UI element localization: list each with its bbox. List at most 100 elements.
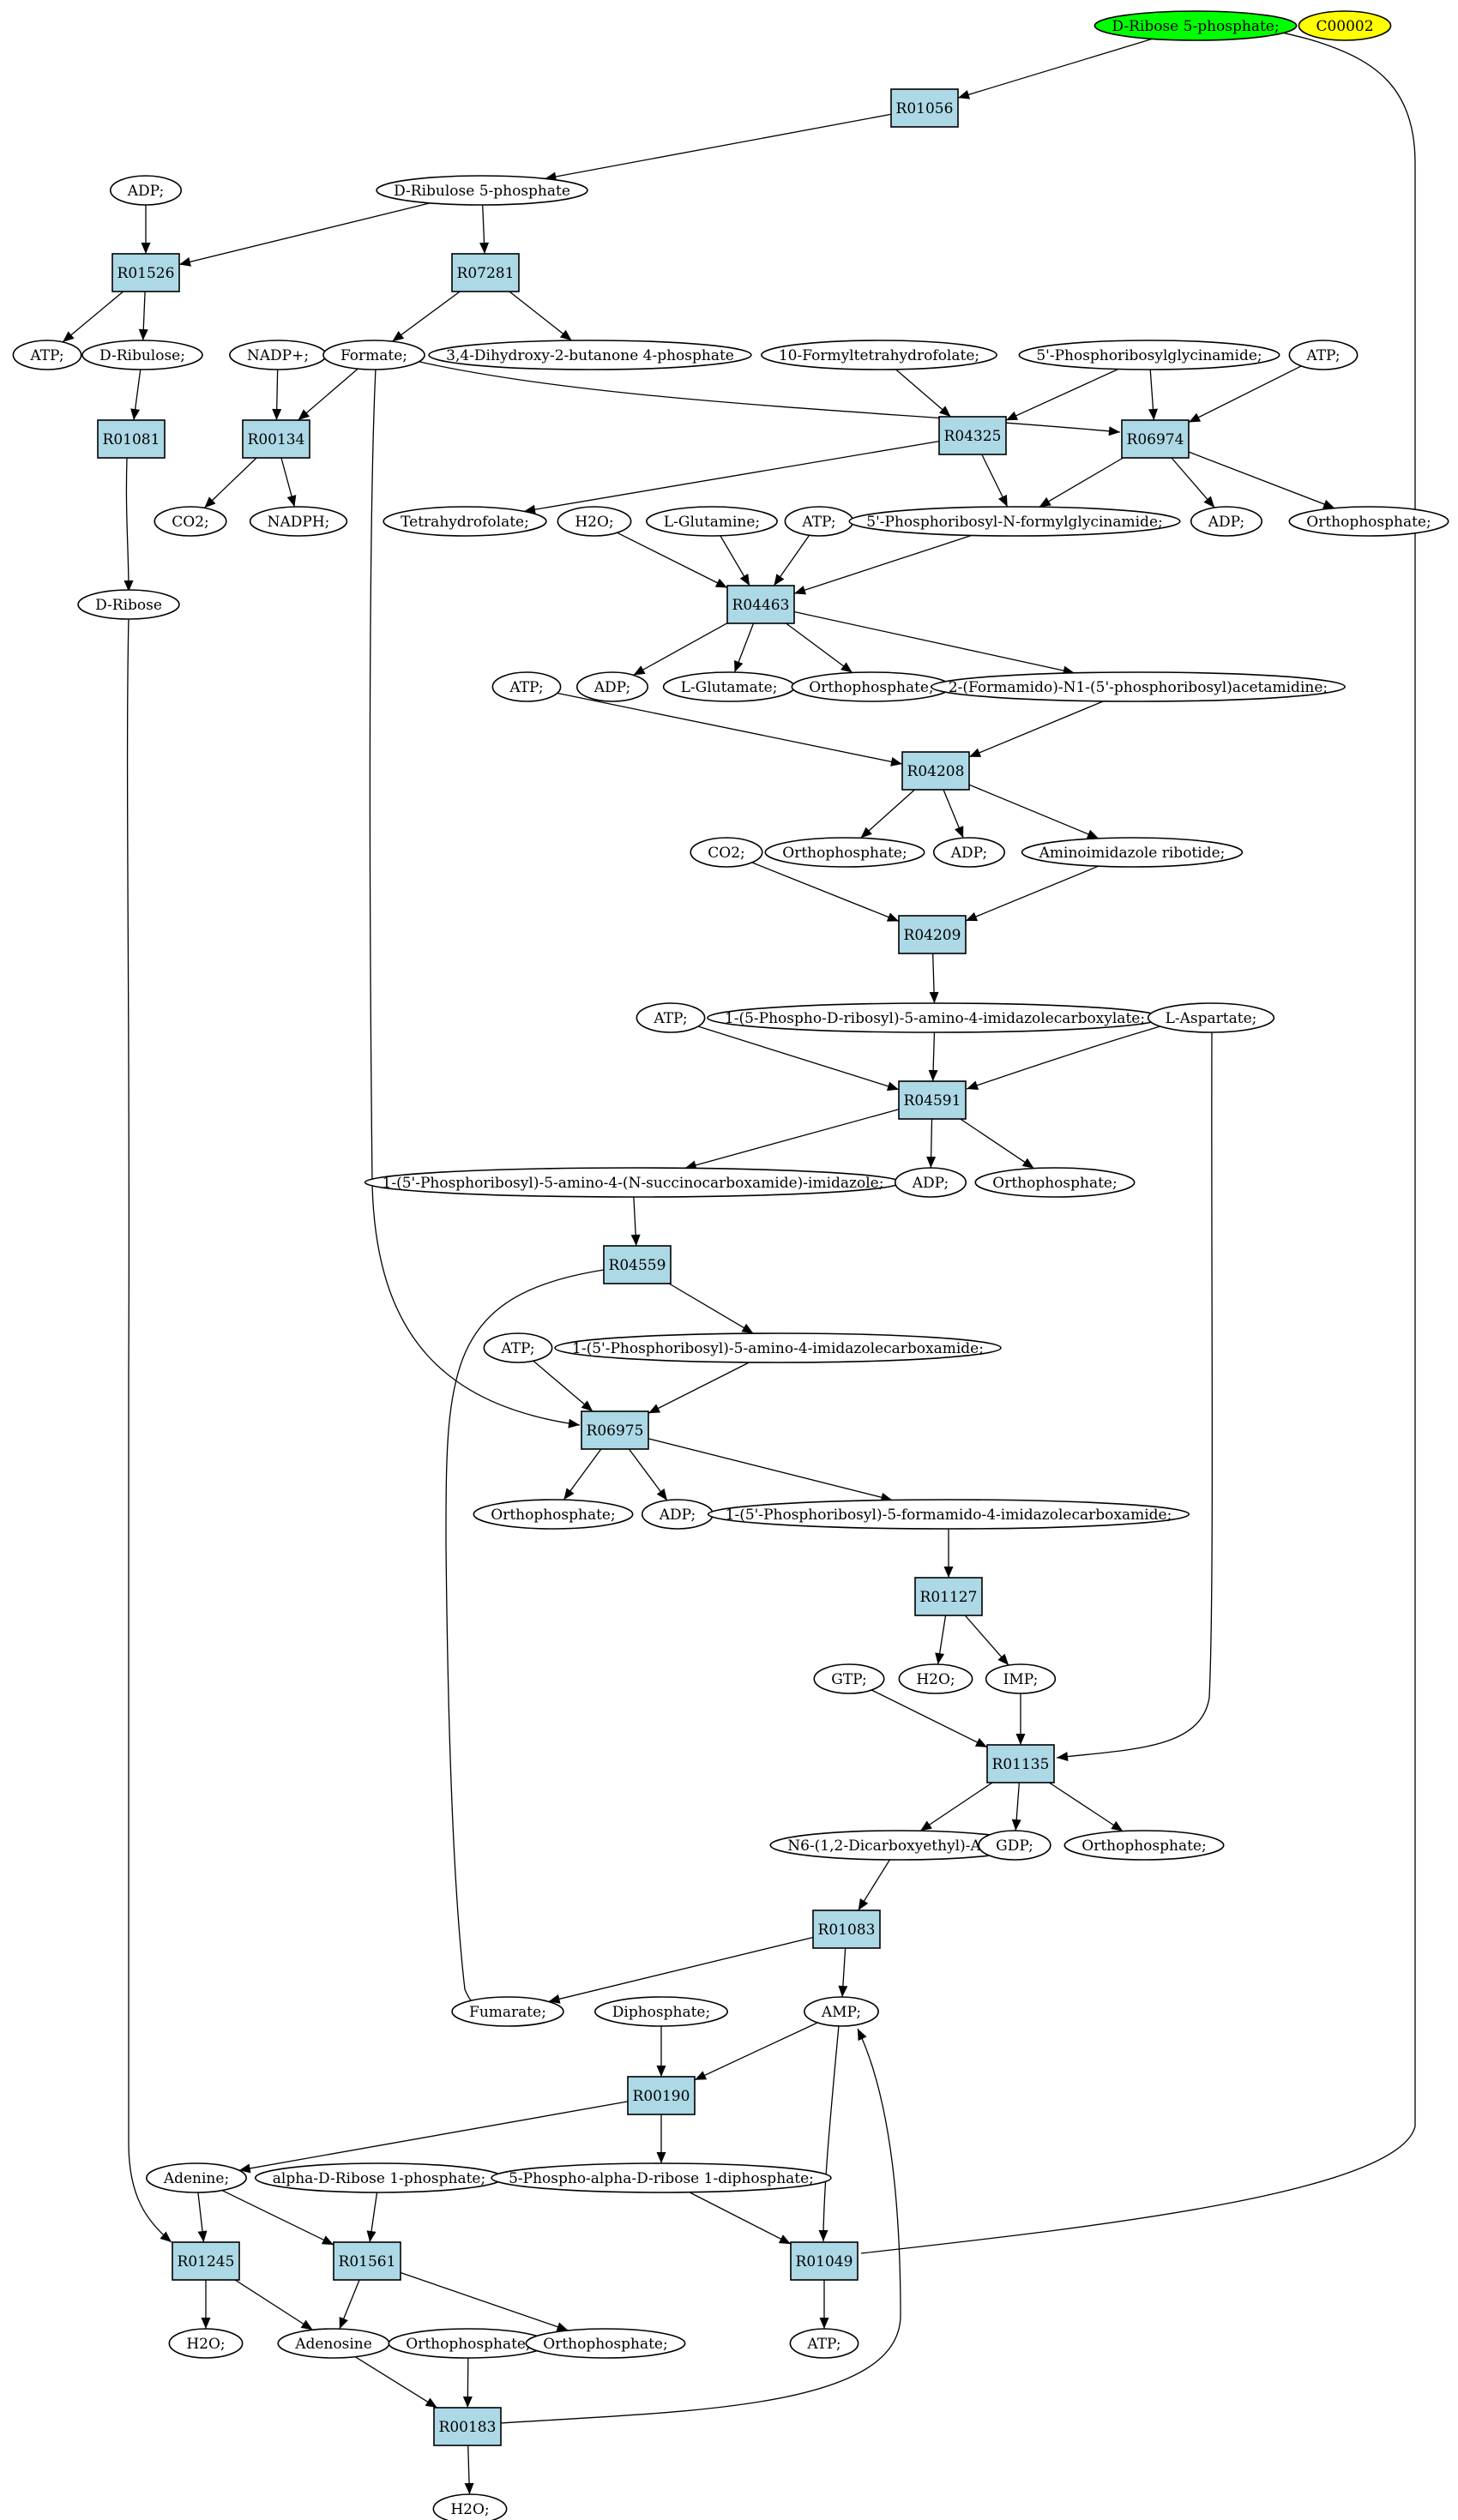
arrowhead [967, 1080, 979, 1090]
arrowhead [774, 574, 785, 586]
edge-c_5prglycinamide-to-r04325 [1005, 368, 1119, 421]
edge-r00183-to-c_amp [500, 2028, 901, 2424]
node-shape [1288, 506, 1449, 537]
reaction-node-r00183: R00183 [433, 2407, 502, 2446]
node-label: D-Ribulose 5-phosphate [394, 183, 570, 200]
node-shape [1094, 10, 1298, 41]
node-shape [12, 340, 82, 370]
arrowhead [890, 756, 902, 767]
node-shape [894, 1167, 967, 1198]
arrowhead [1111, 1820, 1124, 1831]
node-label: ADP; [127, 183, 164, 200]
node-shape [593, 1996, 729, 2027]
node-label: R00190 [633, 2088, 690, 2105]
node-label: ADP; [593, 679, 630, 696]
node-shape [813, 1663, 885, 1694]
compound-node-c_ar1p: alpha-D-Ribose 1-phosphate; [254, 2162, 504, 2193]
node-label: ATP; [1305, 347, 1340, 364]
node-shape [1190, 506, 1263, 537]
compound-node-c_diphosphate: Diphosphate; [593, 1996, 729, 2027]
node-label: R04209 [904, 927, 961, 944]
node-label: H2O; [186, 2336, 225, 2353]
node-label: ADP; [950, 845, 987, 862]
node-label: R06974 [1127, 431, 1184, 448]
edge-c_formate-to-r06975 [369, 368, 581, 1426]
node-shape [938, 416, 1007, 455]
reaction-node-r00134: R00134 [242, 419, 310, 459]
arrowhead [840, 662, 853, 673]
edge-c_aicar-to-r06975 [648, 1362, 750, 1414]
node-shape [974, 1167, 1136, 1198]
compound-node-c_atp_6: ATP; [483, 1332, 553, 1363]
compound-node-c_atp_4: ATP; [491, 671, 562, 702]
edge-c_air-to-r04209 [965, 865, 1099, 922]
compound-node-c_cair: 1-(5-Phospho-D-ribosyl)-5-amino-4-imidaz… [707, 1002, 1163, 1033]
node-shape [333, 2241, 401, 2281]
arrowhead [966, 911, 979, 922]
node-label: ATP; [653, 1010, 687, 1027]
edge-r01245-to-c_adenosine [234, 2279, 313, 2331]
arrowhead [286, 495, 297, 508]
edge-r04463-to-c_fgam [793, 610, 1075, 674]
node-label: L-Glutamine; [664, 514, 760, 531]
node-shape [1021, 837, 1244, 868]
node-shape [451, 253, 520, 292]
node-label: Orthophosphate; [1306, 514, 1431, 531]
node-label: ADP; [912, 1175, 949, 1192]
node-label: 1-(5-Phospho-D-ribosyl)-5-amino-4-imidaz… [725, 1010, 1145, 1027]
node-label: 5-Phospho-alpha-D-ribose 1-diphosphate; [509, 2170, 814, 2187]
node-label: Orthophosphate; [543, 2336, 667, 2353]
arrowhead [138, 328, 148, 341]
reaction-node-r06974: R06974 [1121, 419, 1190, 459]
node-shape [636, 1002, 706, 1033]
edge-r00134-to-c_co2_1 [203, 457, 257, 508]
edge-r06975-to-c_faicar [648, 1438, 893, 1501]
reaction-node-r04591: R04591 [898, 1080, 967, 1120]
node-label: Orthophosphate; [406, 2336, 530, 2353]
compound-node-c_h2o_4: H2O; [432, 2493, 508, 2520]
compound-node-c_gdp: GDP; [978, 1830, 1051, 1861]
node-shape [898, 1663, 973, 1694]
arrowhead [778, 2234, 791, 2245]
node-label: R04591 [904, 1092, 961, 1110]
edge-c_h2o_1-to-r04463 [617, 532, 728, 589]
arrowhead [63, 331, 75, 342]
arrowhead [141, 243, 151, 254]
reaction-node-r01049: R01049 [790, 2241, 859, 2281]
arrowhead [734, 659, 744, 673]
node-shape [451, 1996, 564, 2027]
edge-layer [62, 26, 1416, 2495]
node-shape [978, 1830, 1051, 1861]
node-label: Orthophosphate; [809, 679, 933, 696]
node-shape [491, 671, 562, 702]
node-shape [627, 2076, 696, 2115]
node-shape [554, 1332, 1002, 1363]
arrowhead [197, 2230, 208, 2242]
arrowhead [969, 748, 982, 757]
compound-node-c_pi_5: Orthophosphate; [473, 1499, 634, 1530]
edge-r04463-to-c_adp_3 [633, 622, 728, 676]
node-label: D-Ribulose; [99, 347, 185, 364]
arrowhead [124, 580, 134, 592]
node-label: R04559 [609, 1257, 666, 1274]
node-label: R07281 [457, 265, 515, 282]
node-shape [483, 1332, 553, 1363]
node-shape [146, 2162, 247, 2193]
arrowhead [1108, 426, 1120, 436]
arrowhead [633, 665, 646, 676]
node-label: H2O; [575, 514, 613, 531]
node-label: ATP; [806, 2336, 840, 2353]
arrowhead [462, 2396, 473, 2408]
compound-node-c_pi_6: Orthophosphate; [1063, 1830, 1225, 1861]
edge-c_dribose-to-r01245 [126, 616, 172, 2243]
compound-node-c_fumarate: Fumarate; [451, 1996, 564, 2027]
reaction-node-r01081: R01081 [97, 419, 166, 459]
edge-c_dribose5p-to-r01056 [957, 38, 1153, 99]
node-label: R01245 [178, 2253, 235, 2270]
compound-node-c_air: Aminoimidazole ribotide; [1021, 837, 1244, 868]
edge-c_fgar-to-r04463 [793, 534, 973, 594]
node-label: 1-(5'-Phosphoribosyl)-5-amino-4-imidazol… [572, 1340, 984, 1357]
node-label: R04463 [732, 597, 790, 614]
compound-node-c_adp_3: ADP; [575, 671, 649, 702]
reaction-node-r01083: R01083 [812, 1910, 881, 1949]
